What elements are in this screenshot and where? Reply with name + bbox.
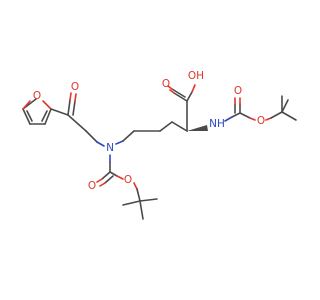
- upper-ester-oxygen-label: O: [257, 115, 265, 127]
- bond: [41, 110, 48, 122]
- bond: [116, 175, 124, 180]
- acid-hydroxyl-label: OH: [188, 70, 204, 82]
- acid-carbonyl-oxygen-label: O: [162, 78, 170, 90]
- bond: [96, 141, 105, 147]
- bond: [22, 108, 31, 125]
- bond: [122, 200, 141, 206]
- bond: [224, 116, 233, 122]
- bond: [169, 89, 175, 94]
- ketone-oxygen-label: O: [71, 81, 79, 93]
- bond: [139, 200, 144, 220]
- bond: [171, 121, 188, 132]
- stereo-wedge-bond: [187, 125, 208, 131]
- bond: [281, 99, 289, 113]
- carboxylic-acid: [167, 84, 196, 132]
- bond: [96, 178, 103, 183]
- bond: [72, 100, 76, 116]
- ketone-chain: [50, 92, 105, 147]
- bond: [139, 198, 158, 202]
- bond: [239, 112, 251, 119]
- bond: [270, 111, 283, 119]
- bond: [186, 91, 193, 102]
- molecule-structure-diagram: O O N O O OH O NH O O: [22, 70, 297, 220]
- bond: [50, 108, 69, 116]
- atom-labels: O O N O O OH O NH O O: [33, 70, 265, 192]
- bond: [173, 92, 188, 102]
- bond: [231, 112, 241, 118]
- bond: [191, 84, 196, 93]
- bond: [22, 100, 31, 110]
- bond: [104, 175, 114, 184]
- upper-carbonyl-oxygen-label: O: [234, 85, 242, 97]
- bond: [136, 188, 141, 202]
- furan-ring: [22, 98, 52, 125]
- bond: [109, 171, 118, 177]
- bond: [171, 88, 186, 98]
- bond: [249, 117, 256, 121]
- alpha-nh-label: NH: [209, 118, 225, 130]
- bond: [122, 130, 135, 142]
- lower-boc-group: [96, 171, 158, 220]
- bond: [67, 114, 87, 132]
- bond: [42, 100, 52, 110]
- bond: [167, 85, 173, 90]
- bond: [67, 99, 71, 116]
- bond: [85, 130, 98, 143]
- furan-oxygen-label: O: [33, 90, 41, 102]
- bond: [115, 140, 124, 145]
- bond: [99, 182, 106, 187]
- bond: [265, 117, 272, 121]
- bond: [159, 121, 173, 132]
- bond: [74, 93, 77, 102]
- bond: [101, 171, 111, 180]
- bond: [69, 92, 72, 101]
- bond: [44, 108, 52, 125]
- amine-substituents: [109, 130, 135, 173]
- bond: [26, 110, 33, 122]
- carbon-chain: [133, 121, 188, 132]
- tertiary-amine-nitrogen-label: N: [106, 142, 114, 154]
- bond: [133, 182, 138, 190]
- bond: [281, 111, 297, 121]
- lower-ester-oxygen-label: O: [124, 174, 132, 186]
- upper-boc-group: [224, 95, 297, 122]
- lower-carbonyl-oxygen-label: O: [88, 180, 96, 192]
